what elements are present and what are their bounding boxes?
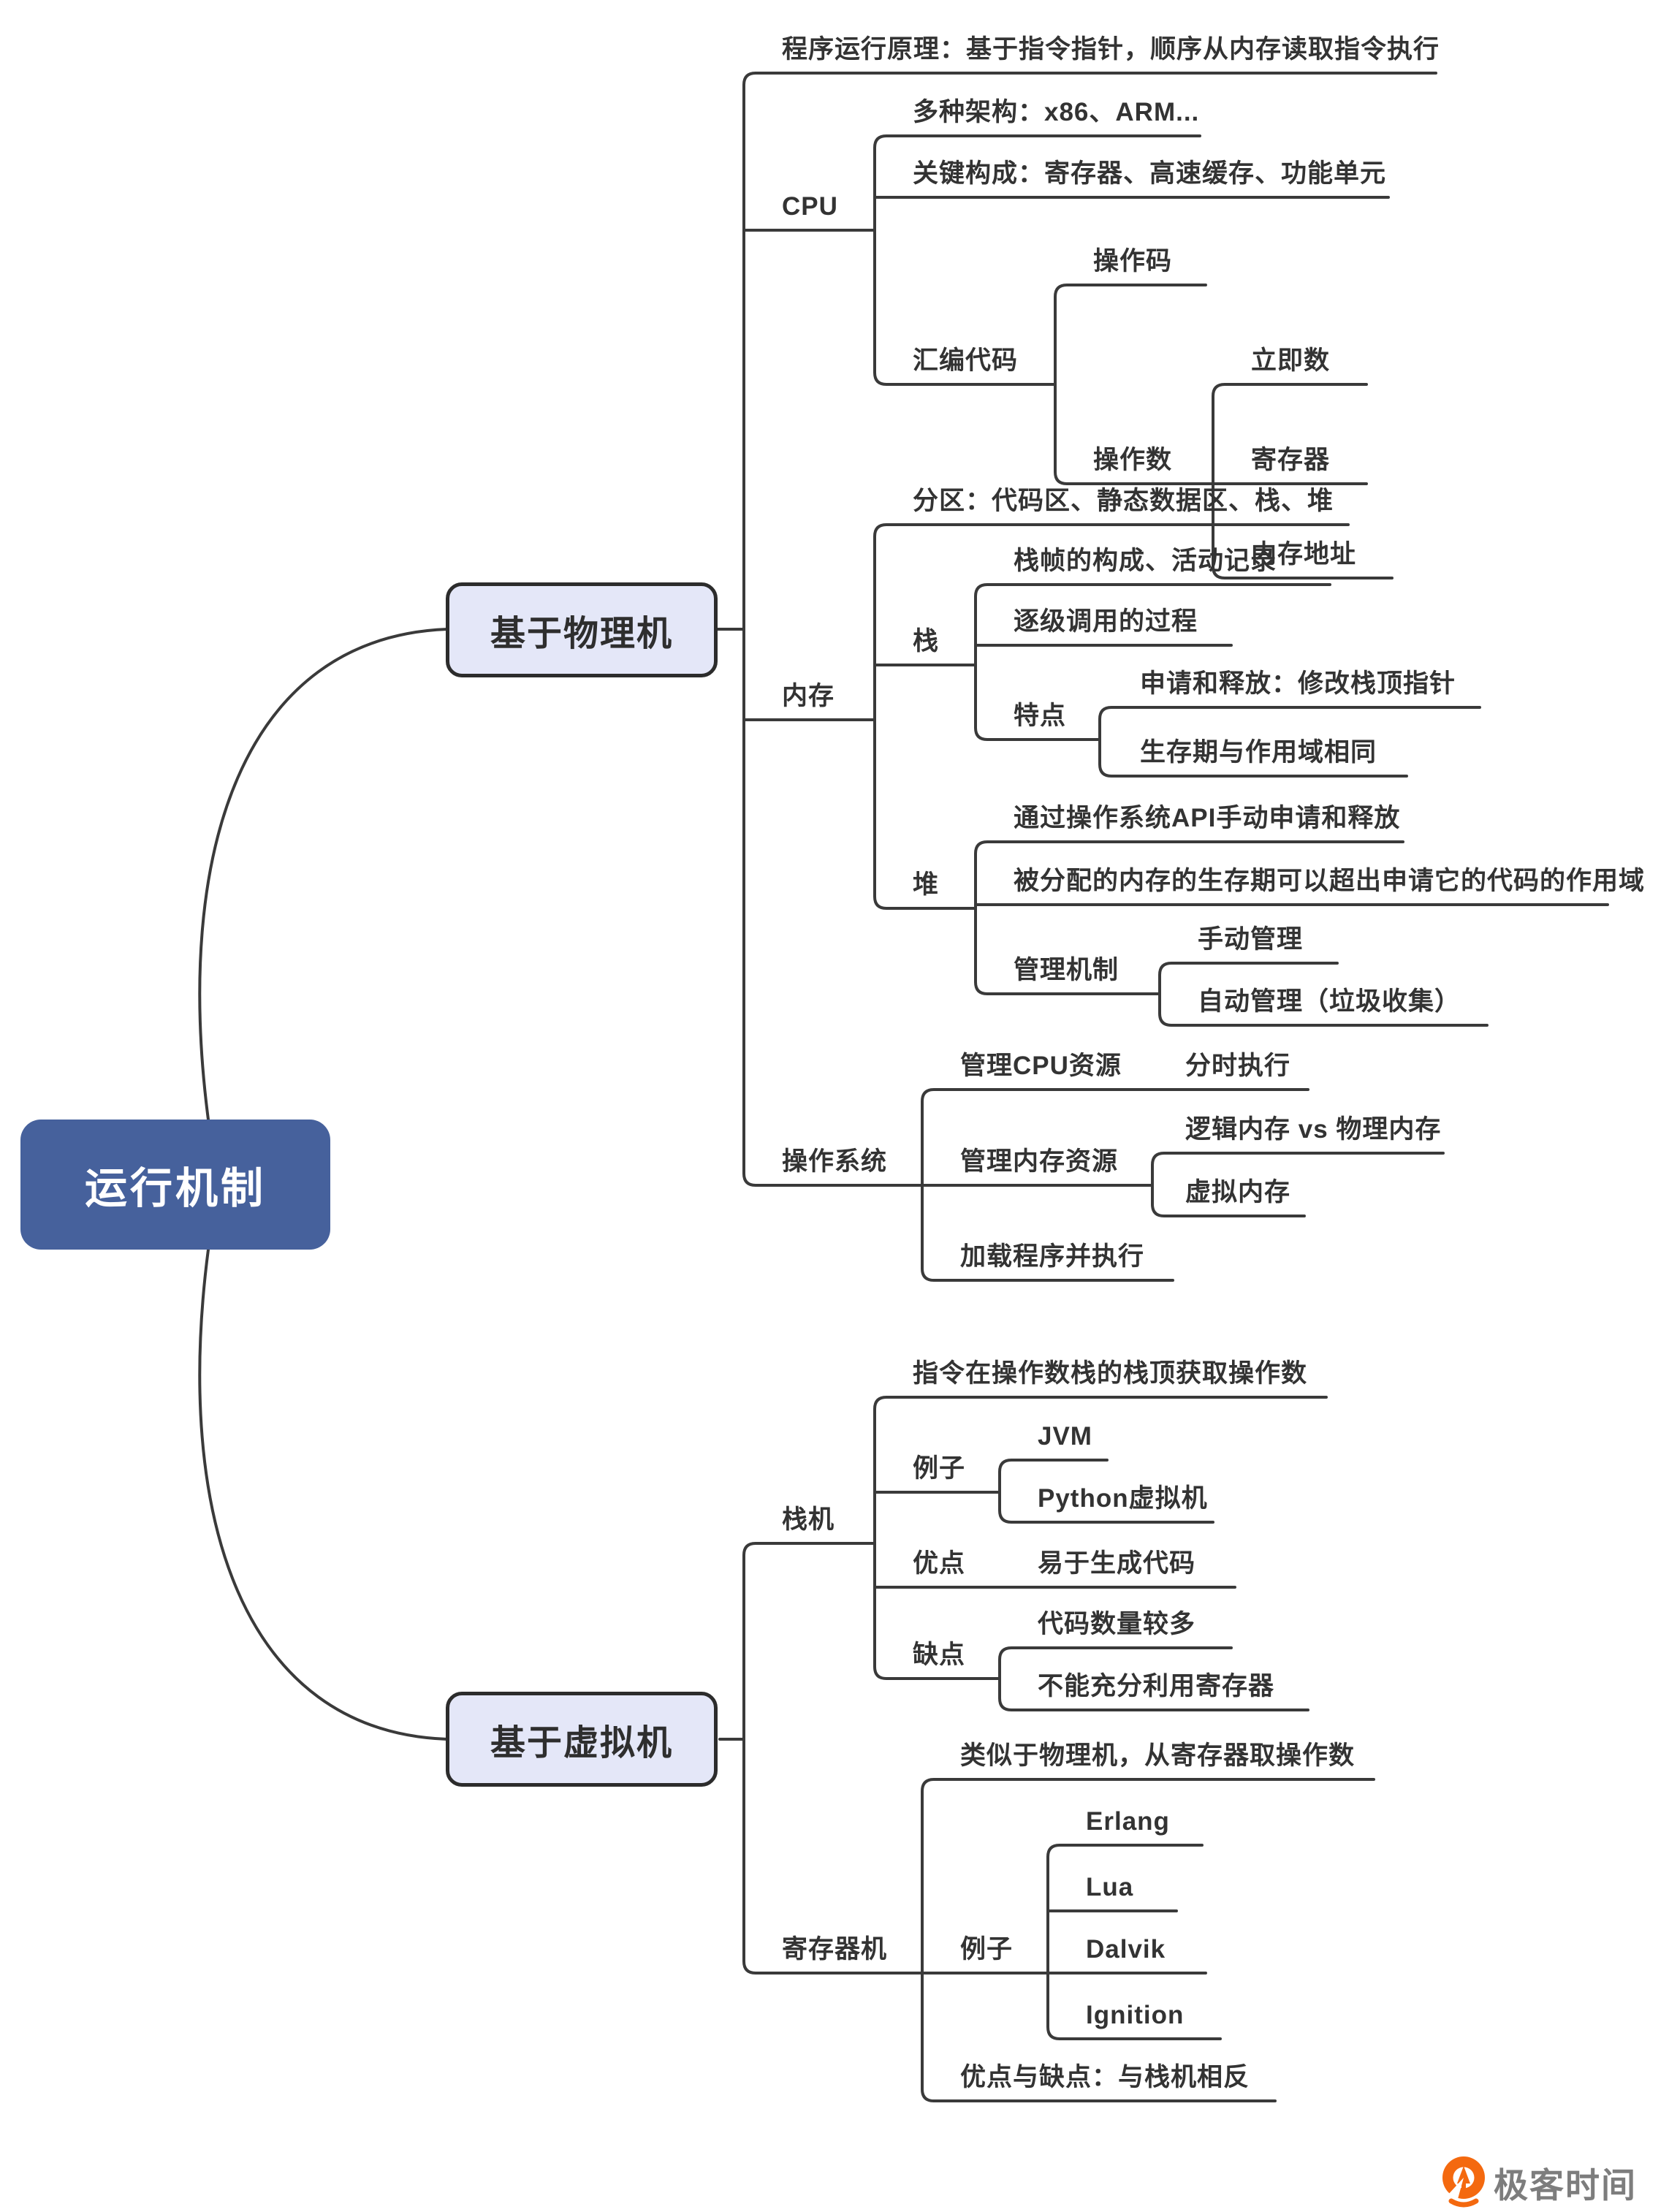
wire-features-children	[1098, 706, 1481, 778]
node-memory-address[interactable]: 内存地址	[1251, 540, 1357, 569]
node-manage-memory[interactable]: 管理内存资源	[960, 1147, 1119, 1176]
node-opcode[interactable]: 操作码	[1093, 247, 1173, 275]
node-time-sharing[interactable]: 分时执行	[1185, 1052, 1291, 1080]
node-rm-pros-cons[interactable]: 优点与缺点：与栈机相反	[960, 2063, 1250, 2091]
wire-sm-examples-children	[998, 1459, 1214, 1524]
node-register-machine[interactable]: 寄存器机	[782, 1935, 888, 1964]
node-heap[interactable]: 堆	[913, 870, 940, 899]
node-root[interactable]: 运行机制	[20, 1120, 330, 1250]
node-jvm[interactable]: JVM	[1038, 1422, 1092, 1451]
node-register-underuse[interactable]: 不能充分利用寄存器	[1038, 1672, 1275, 1700]
node-auto-gc[interactable]: 自动管理（垃圾收集）	[1198, 987, 1461, 1016]
geektime-logo-text: 极客时间	[1494, 2165, 1637, 2205]
node-operand[interactable]: 操作数	[1093, 446, 1173, 474]
geektime-logo-icon	[1442, 2156, 1485, 2208]
node-stack-machine[interactable]: 栈机	[782, 1505, 835, 1534]
node-ignition[interactable]: Ignition	[1086, 2001, 1185, 2029]
node-cpu[interactable]: CPU	[782, 192, 838, 221]
node-sm-examples[interactable]: 例子	[913, 1454, 966, 1483]
node-load-execute[interactable]: 加载程序并执行	[960, 1242, 1145, 1271]
wire-assembly-children	[1054, 284, 1214, 485]
node-sm-pros[interactable]: 优点	[913, 1549, 966, 1578]
node-key-components[interactable]: 关键构成：寄存器、高速缓存、功能单元	[913, 159, 1387, 188]
node-immediate[interactable]: 立即数	[1251, 346, 1331, 375]
node-assembly-code[interactable]: 汇编代码	[913, 346, 1019, 375]
node-heap-lifetime[interactable]: 被分配的内存的生存期可以超出申请它的代码的作用域	[1014, 867, 1646, 895]
node-more-code[interactable]: 代码数量较多	[1038, 1610, 1196, 1638]
branch-virtual-machine[interactable]: 基于虚拟机	[446, 1692, 718, 1787]
node-os-api-alloc[interactable]: 通过操作系统API手动申请和释放	[1014, 804, 1401, 832]
node-rm-similar-physical[interactable]: 类似于物理机，从寄存器取操作数	[960, 1741, 1356, 1770]
node-sm-instruction[interactable]: 指令在操作数栈的栈顶获取操作数	[913, 1359, 1308, 1388]
node-rm-examples[interactable]: 例子	[960, 1935, 1014, 1964]
node-alloc-release[interactable]: 申请和释放：修改栈顶指针	[1140, 669, 1456, 698]
wire-os-children	[921, 1088, 1309, 1282]
node-lua[interactable]: Lua	[1086, 1873, 1134, 1901]
node-partitions[interactable]: 分区：代码区、静态数据区、栈、堆	[913, 487, 1334, 515]
wire-sm-cons-children	[998, 1646, 1309, 1711]
node-manual-management[interactable]: 手动管理	[1198, 925, 1304, 954]
node-program-principle[interactable]: 程序运行原理：基于指令指针，顺序从内存读取指令执行	[782, 35, 1440, 64]
node-operating-system[interactable]: 操作系统	[782, 1147, 888, 1176]
node-stack-frame[interactable]: 栈帧的构成、活动记录	[1014, 547, 1277, 575]
wire-rm-examples-children	[1046, 1844, 1222, 2040]
node-manage-cpu[interactable]: 管理CPU资源	[960, 1052, 1122, 1080]
node-easy-codegen[interactable]: 易于生成代码	[1038, 1549, 1196, 1578]
node-python-vm[interactable]: Python虚拟机	[1038, 1484, 1208, 1513]
node-architectures[interactable]: 多种架构：x86、ARM...	[913, 98, 1200, 126]
geektime-logo: 极客时间	[1441, 2154, 1637, 2210]
node-virtual-memory[interactable]: 虚拟内存	[1185, 1178, 1291, 1206]
node-management-mechanism[interactable]: 管理机制	[1014, 956, 1119, 984]
node-memory[interactable]: 内存	[782, 682, 835, 710]
wire-heap-children	[974, 840, 1609, 995]
node-call-process[interactable]: 逐级调用的过程	[1014, 607, 1198, 636]
node-dalvik[interactable]: Dalvik	[1086, 1935, 1166, 1964]
node-logical-vs-physical[interactable]: 逻辑内存 vs 物理内存	[1185, 1115, 1442, 1144]
wire-register-machine-children	[921, 1778, 1375, 2102]
node-stack[interactable]: 栈	[913, 627, 940, 655]
root-branch-curves	[198, 628, 745, 1741]
wire-management-children	[1158, 962, 1489, 1027]
node-stack-features[interactable]: 特点	[1014, 702, 1067, 730]
wire-cpu-children	[873, 134, 1390, 386]
wire-os-memory-children	[1151, 1152, 1445, 1217]
wire-virtual-children	[742, 1542, 924, 1975]
branch-physical-machine[interactable]: 基于物理机	[446, 582, 718, 677]
node-register[interactable]: 寄存器	[1251, 446, 1331, 474]
wire-physical-children	[742, 72, 1437, 1187]
wire-operand-children	[1212, 383, 1394, 579]
node-lifetime-scope[interactable]: 生存期与作用域相同	[1140, 738, 1377, 767]
wire-stack-machine-children	[873, 1396, 1328, 1680]
wire-stack-children	[974, 583, 1331, 741]
wire-memory-children	[873, 523, 1350, 910]
node-sm-cons[interactable]: 缺点	[913, 1641, 966, 1669]
node-erlang[interactable]: Erlang	[1086, 1807, 1170, 1836]
